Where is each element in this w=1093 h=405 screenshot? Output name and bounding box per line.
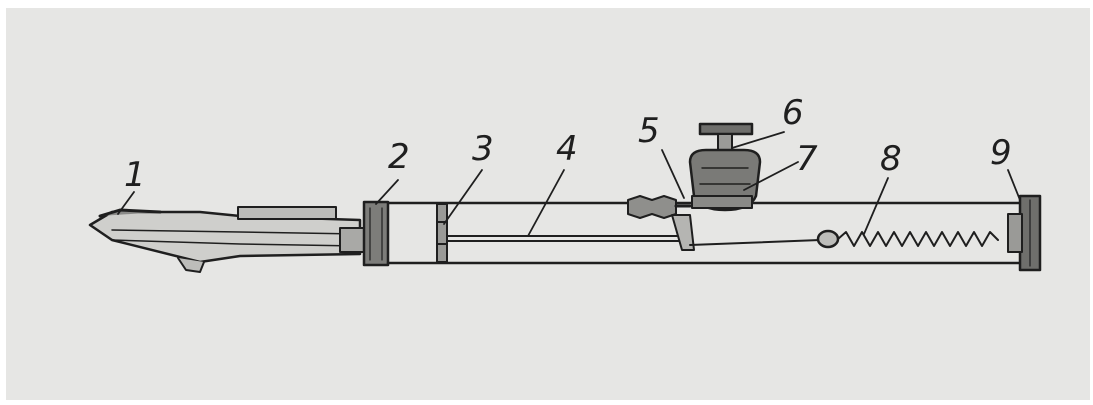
part-5-lever (627, 195, 821, 251)
label-4: 4 (556, 129, 578, 169)
label-1: 1 (124, 155, 146, 195)
label-8: 8 (880, 139, 902, 179)
label-2: 2 (388, 137, 410, 177)
label-6: 6 (782, 93, 804, 133)
part-4-rod (446, 235, 681, 242)
part-1-tip (88, 206, 367, 273)
label-3: 3 (472, 129, 494, 169)
part-8-spring (816, 229, 999, 249)
part-3-partition (436, 203, 448, 263)
label-7: 7 (796, 139, 818, 179)
part-2-front-cap (362, 200, 390, 267)
leader-lines (117, 131, 1021, 237)
label-9: 9 (990, 133, 1012, 173)
label-5: 5 (638, 111, 660, 151)
part-7-housing (688, 148, 762, 212)
part-9-rear-cap (1007, 194, 1042, 272)
